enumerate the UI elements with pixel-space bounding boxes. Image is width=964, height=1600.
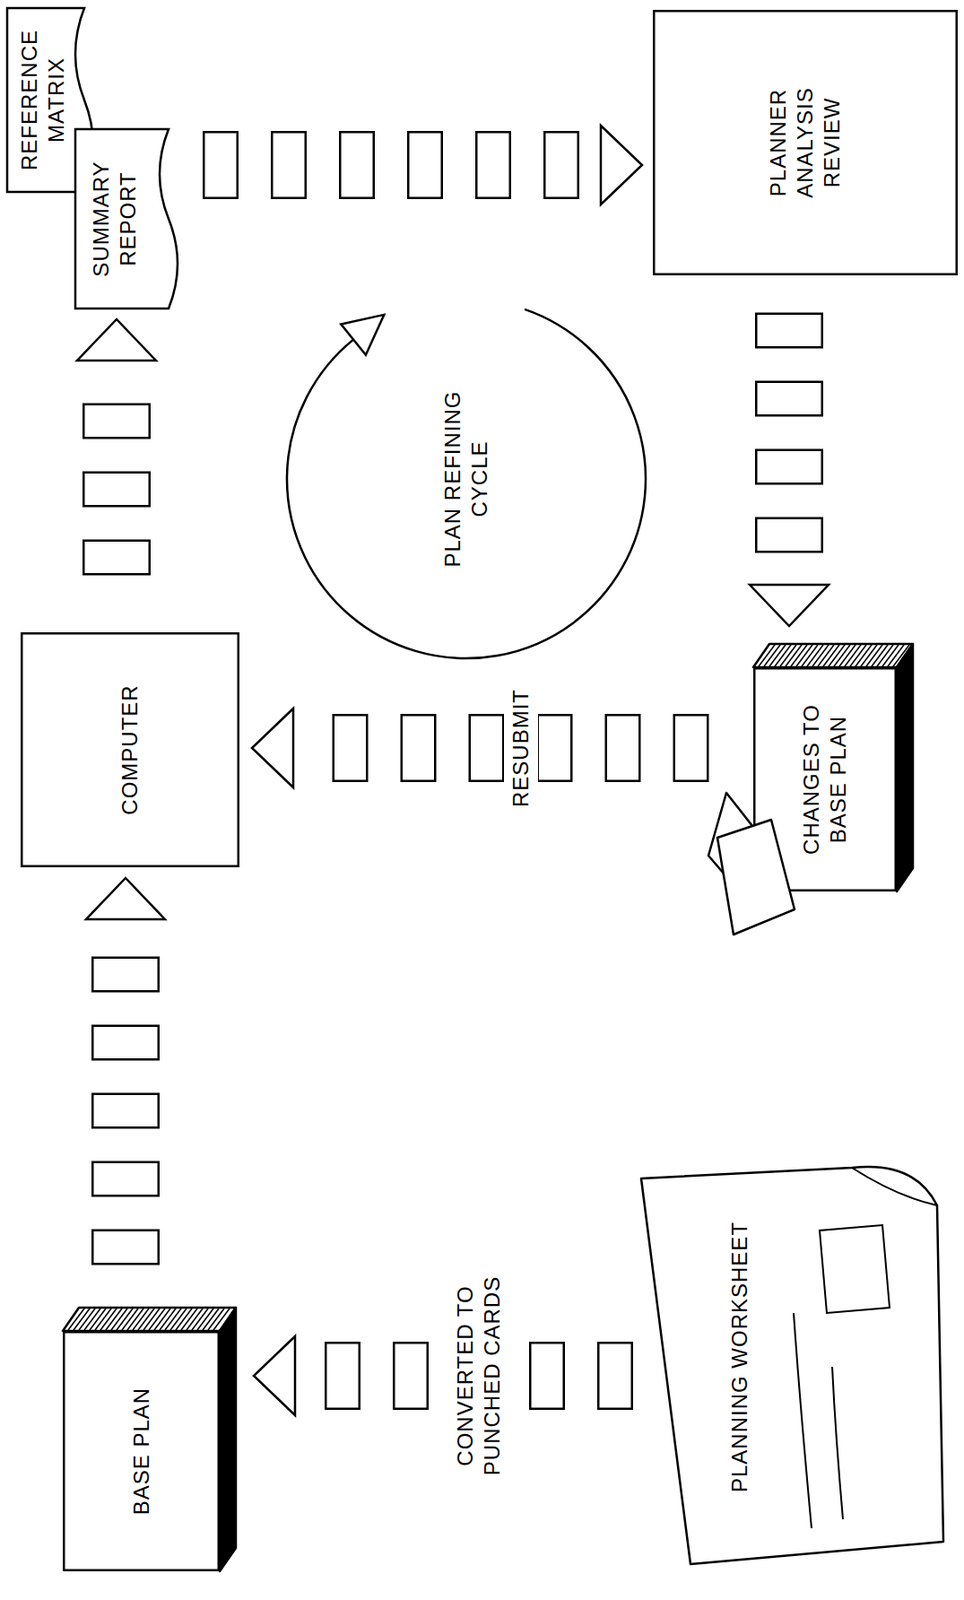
process-box: COMPUTER bbox=[20, 632, 240, 868]
process-box: PLANNER ANALYSIS REVIEW bbox=[652, 9, 958, 276]
cycle-arrowhead bbox=[340, 314, 384, 356]
edge-label-patch: CONVERTED TO PUNCHED CARDS bbox=[448, 1260, 510, 1491]
node-text: SUMMARY REPORT bbox=[87, 140, 142, 298]
page-edge-face bbox=[62, 1307, 236, 1331]
node-text: BASE PLAN bbox=[128, 1387, 156, 1515]
arrowhead bbox=[77, 319, 157, 361]
node-outline bbox=[753, 667, 897, 892]
sheet-outline bbox=[641, 1166, 944, 1564]
node-text: PLANNER ANALYSIS REVIEW bbox=[764, 57, 846, 228]
card-outline bbox=[82, 403, 151, 576]
node-text: PLANNING WORKSHEET bbox=[726, 1221, 754, 1493]
box-outline bbox=[653, 10, 957, 275]
arrowhead bbox=[251, 708, 294, 788]
punched-card-arrow bbox=[749, 312, 829, 627]
card-outline bbox=[202, 130, 580, 200]
sheet-line bbox=[793, 1312, 812, 1529]
node-outline bbox=[627, 1160, 951, 1582]
punched-card-arrow bbox=[86, 877, 166, 1266]
book-front bbox=[63, 1331, 219, 1571]
sheet-drawing bbox=[641, 1166, 944, 1564]
cycle-label: PLAN REFINING CYCLE bbox=[439, 371, 494, 587]
box-outline bbox=[21, 633, 239, 867]
sheet-line bbox=[832, 1366, 843, 1520]
sheet-box bbox=[819, 1224, 890, 1313]
punched-card-arrow bbox=[253, 1336, 634, 1416]
punched-card-arrow bbox=[202, 125, 643, 205]
sheet-curl bbox=[851, 1167, 938, 1206]
card-fill bbox=[85, 403, 149, 576]
book-stack: CHANGES TO BASE PLAN bbox=[753, 667, 897, 892]
card-fill bbox=[202, 133, 580, 198]
book-stack: BASE PLAN bbox=[62, 1330, 220, 1572]
punched-card-arrow bbox=[77, 319, 157, 576]
node-text: CHANGES TO BASE PLAN bbox=[798, 689, 852, 869]
node-text: COMPUTER bbox=[116, 684, 144, 815]
arrowhead bbox=[600, 125, 643, 205]
card-fill bbox=[94, 956, 158, 1266]
book-side-face bbox=[219, 1307, 236, 1572]
page-edge-face bbox=[753, 643, 913, 668]
refining-cycle-arrow bbox=[286, 309, 646, 659]
document-shape: SUMMARY REPORT bbox=[75, 129, 182, 309]
edge-label: CONVERTED TO PUNCHED CARDS bbox=[451, 1267, 506, 1484]
document-outline bbox=[75, 129, 178, 309]
edge-label-patch: RESUBMIT bbox=[503, 681, 539, 815]
arrowhead bbox=[86, 877, 166, 920]
worksheet-sheet: PLANNING WORKSHEET bbox=[627, 1160, 951, 1582]
cycle-arc bbox=[286, 309, 646, 659]
book-side-face bbox=[896, 643, 913, 892]
cycle-label-holder: PLAN REFINING CYCLE bbox=[439, 371, 494, 587]
arrowhead bbox=[253, 1336, 296, 1416]
arrowhead bbox=[749, 584, 829, 626]
punched-card bbox=[717, 819, 795, 935]
card-outline bbox=[755, 312, 824, 554]
node-text: REFERENCE MATRIX bbox=[16, 17, 70, 183]
card-outline bbox=[91, 956, 160, 1266]
card-fill bbox=[757, 312, 822, 554]
punched-card-arrow bbox=[251, 708, 710, 788]
edge-label: RESUBMIT bbox=[507, 688, 535, 808]
